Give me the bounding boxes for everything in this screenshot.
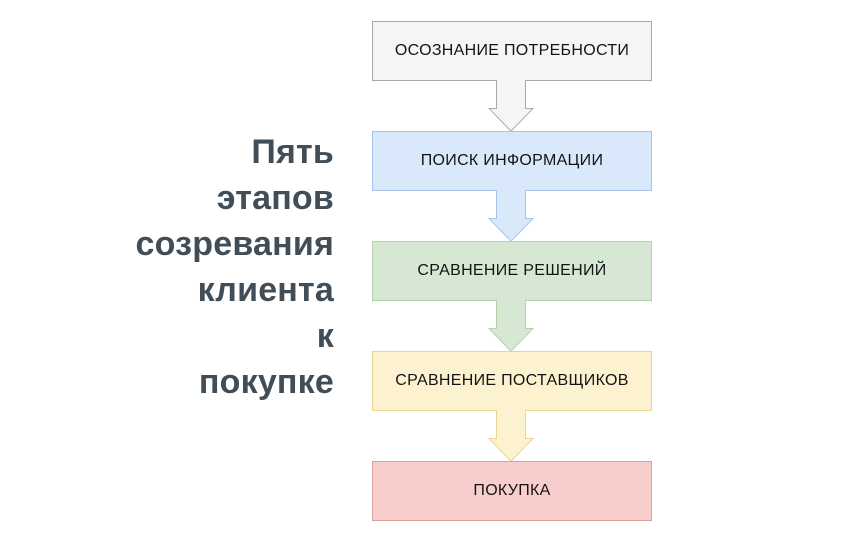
title-line: созревания xyxy=(135,225,334,263)
title-line: этапов xyxy=(216,179,334,217)
title-line: клиента xyxy=(197,271,334,309)
stage-label: ОСОЗНАНИЕ ПОТРЕБНОСТИ xyxy=(394,42,630,59)
stage-box-3: СРАВНЕНИЕ РЕШЕНИЙ xyxy=(372,241,652,301)
diagram-title: Пять этапов созревания клиента к покупке xyxy=(34,129,334,405)
stage-label: ПОИСК ИНФОРМАЦИИ xyxy=(420,152,604,169)
stage-label: СРАВНЕНИЕ РЕШЕНИЙ xyxy=(417,262,607,279)
stage-label: ПОКУПКА xyxy=(473,482,551,499)
down-arrow-icon xyxy=(488,300,534,352)
title-line: к xyxy=(316,317,334,355)
down-arrow-icon xyxy=(488,410,534,462)
down-arrow-icon xyxy=(488,190,534,242)
title-line: покупке xyxy=(198,363,334,401)
down-arrow-icon xyxy=(488,80,534,132)
stage-box-2: ПОИСК ИНФОРМАЦИИ xyxy=(372,131,652,191)
stage-label: СРАВНЕНИЕ ПОСТАВЩИКОВ xyxy=(395,372,629,389)
stage-box-5: ПОКУПКА xyxy=(372,461,652,521)
stage-box-1: ОСОЗНАНИЕ ПОТРЕБНОСТИ xyxy=(372,21,652,81)
title-line: Пять xyxy=(251,133,334,171)
stage-box-4: СРАВНЕНИЕ ПОСТАВЩИКОВ xyxy=(372,351,652,411)
